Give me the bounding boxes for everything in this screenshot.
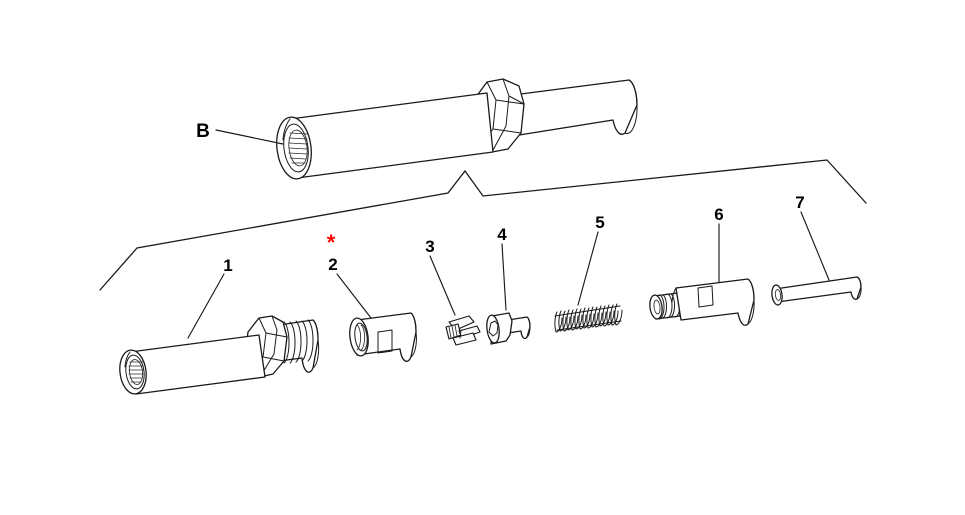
part-3-label-group: 3 — [425, 237, 456, 316]
part-1-internal-thread — [128, 361, 144, 383]
part-3-knurl-lines — [448, 324, 458, 339]
assembly-callout-bracket — [99, 159, 867, 291]
part-2-asterisk: * — [327, 230, 336, 255]
assembly-b-internal-thread — [288, 132, 308, 164]
part-3-leader-line — [429, 255, 456, 316]
part-1-leader-line — [187, 273, 225, 339]
part-6-label-group: 6 — [714, 205, 724, 283]
part-2-side-slot — [377, 329, 393, 354]
part-5-compression-spring — [554, 303, 623, 333]
part-2-label: 2 — [328, 255, 337, 274]
part-1-label-group: 1 — [187, 256, 233, 339]
part-6-plunger-barrel — [649, 278, 755, 326]
assembly-b-label: B — [196, 121, 210, 142]
part-2-label-group: * 2 — [327, 230, 372, 319]
part-3-label: 3 — [425, 237, 434, 256]
part-2-internal-thread — [356, 324, 369, 351]
part-6-threaded-stub — [649, 292, 681, 320]
part-5-leader-line — [577, 231, 599, 306]
part-4-label-group: 4 — [497, 225, 507, 311]
part-7-hollow-pin — [771, 276, 862, 306]
part-4-label: 4 — [497, 225, 507, 244]
part-7-leader-line — [800, 211, 830, 281]
assembly-b-barrel — [276, 92, 494, 180]
part-1-external-thread — [278, 319, 320, 373]
part-5-label: 5 — [595, 213, 604, 232]
assembly-b-shaft — [512, 79, 638, 137]
part-3-collet-clip — [445, 315, 481, 346]
assembly-b-leader-line — [215, 129, 284, 145]
part-2-sleeve-bushing — [349, 312, 417, 362]
part-1-label: 1 — [223, 256, 232, 275]
part-7-label-group: 7 — [795, 193, 830, 281]
part-7-label: 7 — [795, 193, 804, 212]
part-6-window — [697, 285, 714, 308]
part-1-barrel — [119, 334, 266, 395]
part-6-label: 6 — [714, 205, 723, 224]
part-4-socket-head-screw — [486, 312, 531, 345]
assembly-b-drawing — [276, 78, 638, 180]
part-2-leader-line — [336, 273, 372, 319]
assembly-b-label-group: B — [196, 121, 284, 145]
part-4-hex-socket — [488, 320, 499, 337]
part-1-threaded-body — [119, 315, 320, 395]
part-4-leader-line — [501, 243, 507, 311]
part-5-label-group: 5 — [577, 213, 605, 306]
